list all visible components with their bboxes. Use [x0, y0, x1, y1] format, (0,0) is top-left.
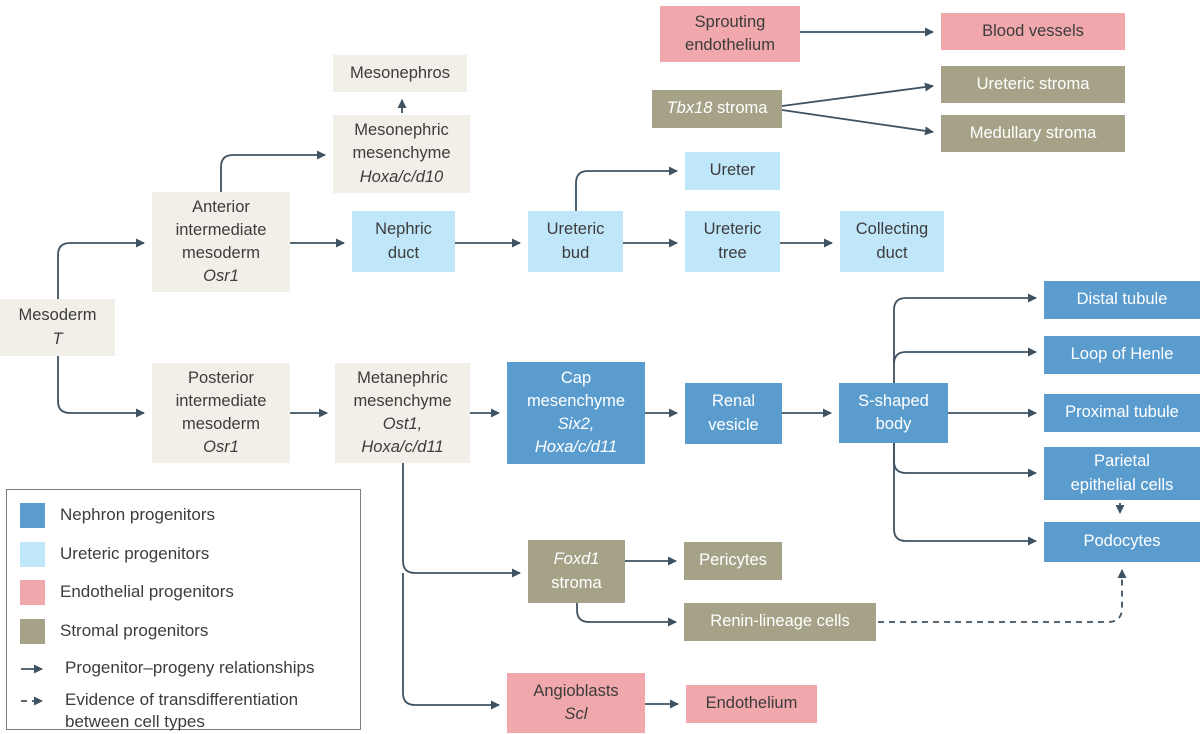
edge-ureteric-bud-to-ureter	[575, 166, 678, 211]
node-pericytes: Pericytes	[684, 542, 782, 580]
edge-s-shaped-to-parietal	[893, 443, 1037, 478]
dashed-arrow-icon	[21, 696, 43, 706]
edge-metanephric-to-foxd1	[402, 463, 521, 578]
legend-item-dashed-arrow: Evidence of transdifferentiation between…	[20, 689, 346, 733]
node-tbx18-stroma: Tbx18 stroma	[652, 90, 782, 128]
legend-label: Stromal progenitors	[60, 620, 209, 640]
stromal-color-swatch	[20, 618, 45, 644]
ureteric-color-swatch	[20, 541, 45, 567]
legend-label: Nephron progenitors	[60, 505, 215, 525]
edge-s-shaped-to-podocytes	[893, 443, 1037, 546]
edge-tbx18-to-medullary-stroma	[781, 109, 934, 136]
legend-item-ureteric: Ureteric progenitors	[20, 541, 346, 567]
edge-s-shaped-to-loop-of-henle	[893, 347, 1037, 365]
node-renin-lineage-cells: Renin-lineage cells	[684, 603, 876, 641]
edge-metanephric-to-angioblasts	[402, 573, 500, 710]
edge-mesoderm-to-posterior	[57, 356, 145, 418]
node-medullary-stroma: Medullary stroma	[941, 115, 1125, 152]
endothelial-color-swatch	[20, 580, 45, 605]
solid-arrow-icon	[21, 664, 43, 674]
legend-label: Endothelial progenitors	[60, 582, 234, 602]
legend: Nephron progenitors Ureteric progenitors…	[6, 489, 361, 733]
node-podocytes: Podocytes	[1044, 522, 1200, 562]
edge-mesoderm-to-anterior	[57, 238, 145, 299]
edge-anterior-to-mesonephric	[220, 150, 326, 192]
nephron-color-swatch	[20, 503, 45, 528]
node-blood-vessels: Blood vessels	[941, 13, 1125, 50]
edge-foxd1-to-renin-lineage	[576, 603, 677, 627]
node-mesonephros: Mesonephros	[333, 55, 467, 92]
legend-item-endothelial: Endothelial progenitors	[20, 580, 346, 605]
node-endothelium: Endothelium	[686, 685, 817, 723]
legend-label: Ureteric progenitors	[60, 543, 210, 563]
edge-tbx18-to-ureteric-stroma	[781, 82, 934, 107]
legend-item-solid-arrow: Progenitor–progeny relationships	[20, 657, 346, 679]
node-distal-tubule: Distal tubule	[1044, 281, 1200, 319]
edge-s-shaped-to-distal-tubule	[893, 293, 1037, 383]
legend-label: Evidence of transdifferentiation between…	[65, 690, 299, 732]
node-ureteric-stroma: Ureteric stroma	[941, 66, 1125, 103]
edge-renin-lineage-to-podocytes-dashed	[878, 569, 1127, 623]
legend-item-stromal: Stromal progenitors	[20, 618, 346, 644]
node-ureter: Ureter	[685, 152, 780, 190]
node-loop-of-henle: Loop of Henle	[1044, 336, 1200, 374]
node-proximal-tubule: Proximal tubule	[1044, 394, 1200, 432]
legend-label: Progenitor–progeny relationships	[65, 658, 315, 677]
legend-item-nephron: Nephron progenitors	[20, 503, 346, 528]
